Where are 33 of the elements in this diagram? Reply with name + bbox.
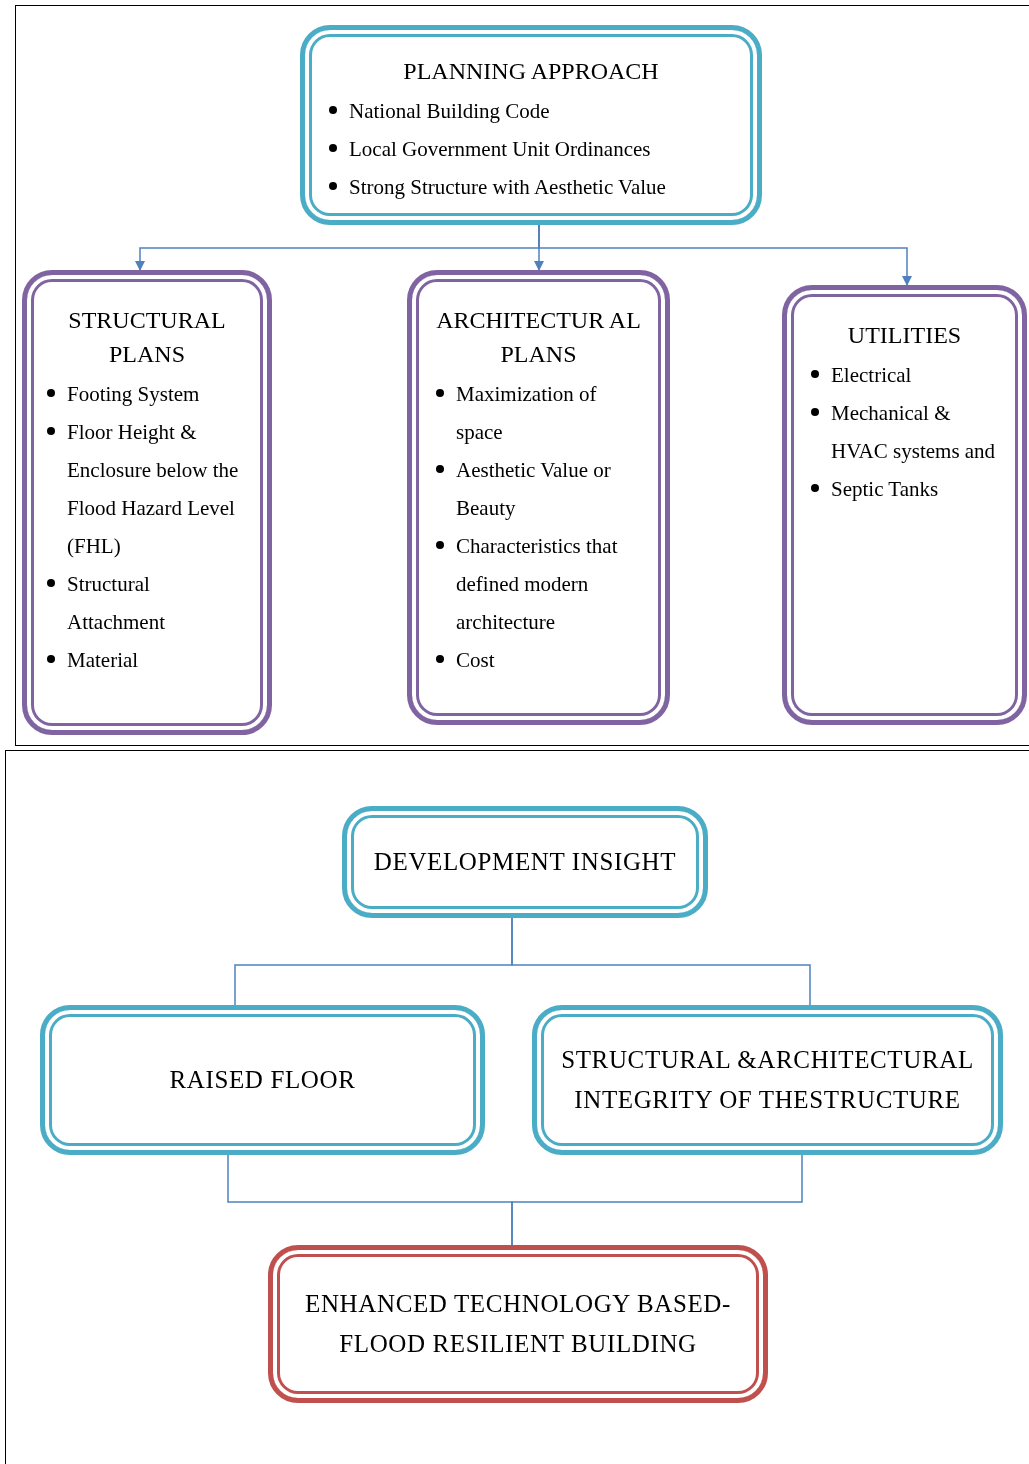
box-title: ENHANCED TECHNOLOGY BASED- FLOOD RESILIENT BUILDING [304, 1289, 732, 1359]
box-title: RAISED FLOOR [169, 1065, 356, 1095]
list-item-text: Cost [456, 647, 495, 674]
box-title: DEVELOPMENT INSIGHT [373, 847, 677, 877]
list-item-text: Characteristics that defined modern architecture [456, 533, 619, 636]
box-heading: UTILITIES [846, 321, 963, 350]
list-item-text: Footing System [67, 381, 200, 408]
connector-line [511, 1154, 803, 1246]
list-item-text: Septic Tanks [831, 476, 939, 503]
rounded-box [407, 270, 670, 725]
arrow [538, 224, 912, 286]
rounded-box [342, 806, 708, 918]
list-item-text: Structural Attachment [67, 571, 166, 636]
list-item-text: Local Government Unit Ordinances [349, 136, 651, 163]
rounded-box [532, 1005, 1003, 1155]
list-item-text: Floor Height & Enclosure below the Flood Hazard Level (FHL) [67, 419, 240, 560]
list-item-text: Maximization of space [456, 381, 598, 446]
box-heading: ARCHITECTUR AL PLANS [436, 306, 641, 369]
list-item-text: Electrical [831, 362, 912, 389]
list-item-text: Aesthetic Value or Beauty [456, 457, 612, 522]
list-item-text: Mechanical & HVAC systems and [831, 400, 997, 465]
rounded-box [22, 270, 272, 735]
box-heading: PLANNING APPROACH [402, 57, 660, 86]
box-heading: STRUCTURAL PLANS [67, 306, 227, 369]
rounded-box [40, 1005, 485, 1155]
list-item-text: Material [67, 647, 139, 674]
list-item-text: Strong Structure with Aesthetic Value [349, 174, 666, 201]
rounded-box [268, 1245, 768, 1403]
box-title: STRUCTURAL &ARCHITECTURAL INTEGRITY OF THESTRUCTURE [561, 1045, 974, 1115]
connector-line [511, 917, 811, 1006]
rounded-box [300, 25, 762, 225]
list-item-text: National Building Code [349, 98, 550, 125]
rounded-box [782, 285, 1027, 725]
